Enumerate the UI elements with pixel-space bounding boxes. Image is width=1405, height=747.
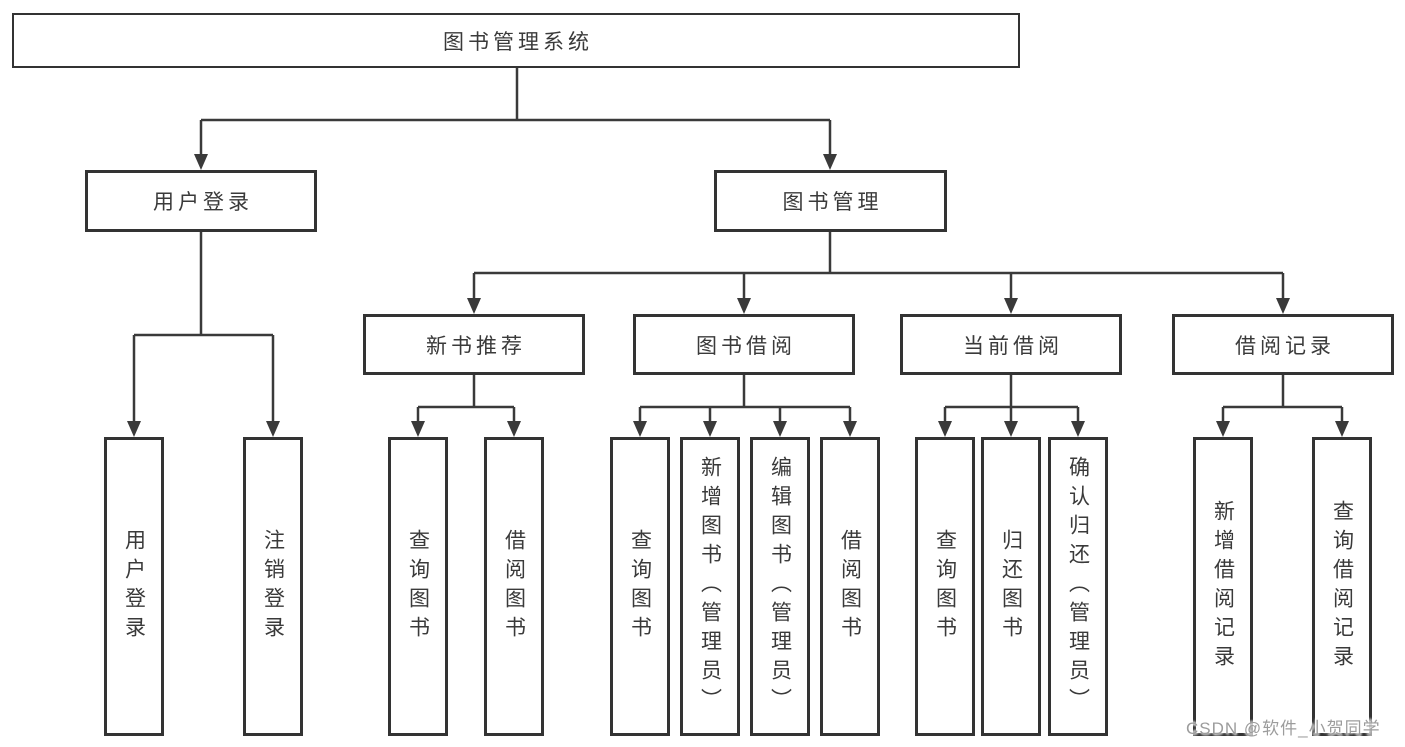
leaf-add-book-admin: 新增图书（管理员） <box>680 437 740 736</box>
node-label: 图书借阅 <box>696 334 796 358</box>
node-label: 借阅图书 <box>502 528 526 645</box>
leaf-edit-book-admin: 编辑图书（管理员） <box>750 437 810 736</box>
node-label: 注销登录 <box>261 528 285 645</box>
node-label: 新增借阅记录 <box>1211 499 1235 674</box>
watermark: CSDN @软件_小贺同学 <box>1186 719 1381 738</box>
connectors-new-book-recommend <box>411 375 521 437</box>
node-label: 当前借阅 <box>963 334 1063 358</box>
node-label: 归还图书 <box>999 528 1023 645</box>
node-label: 借阅图书 <box>838 528 862 645</box>
node-label: 用户登录 <box>122 528 146 645</box>
node-label: 用户登录 <box>153 191 253 214</box>
leaf-return-book: 归还图书 <box>981 437 1041 736</box>
node-label: 查询图书 <box>406 528 430 645</box>
leaf-query-book-recommend: 查询图书 <box>388 437 448 736</box>
connectors-root <box>194 68 837 170</box>
leaf-borrow-book-recommend: 借阅图书 <box>484 437 544 736</box>
node-library-system: 图书管理系统 <box>12 13 1020 68</box>
connectors-book-borrowing <box>633 375 857 437</box>
node-label: 借阅记录 <box>1235 334 1335 358</box>
connectors-borrow-records <box>1216 375 1349 437</box>
connectors-user-login <box>127 232 280 437</box>
connectors-book-management <box>467 232 1290 314</box>
leaf-logout-login: 注销登录 <box>243 437 303 736</box>
leaf-add-borrow-record: 新增借阅记录 <box>1193 437 1253 736</box>
node-label: 编辑图书（管理员） <box>768 456 792 717</box>
leaf-confirm-return-admin: 确认归还（管理员） <box>1048 437 1108 736</box>
node-book-management: 图书管理 <box>714 170 947 232</box>
leaf-query-book-current: 查询图书 <box>915 437 975 736</box>
node-current-borrowing: 当前借阅 <box>900 314 1122 375</box>
node-book-borrowing: 图书借阅 <box>633 314 855 375</box>
node-label: 查询图书 <box>933 528 957 645</box>
node-label: 图书管理系统 <box>443 30 593 54</box>
leaf-query-book-borrowing: 查询图书 <box>610 437 670 736</box>
node-label: 新书推荐 <box>426 334 526 358</box>
node-user-login: 用户登录 <box>85 170 317 232</box>
node-borrow-records: 借阅记录 <box>1172 314 1394 375</box>
leaf-borrow-book-borrowing: 借阅图书 <box>820 437 880 736</box>
leaf-query-borrow-record: 查询借阅记录 <box>1312 437 1372 736</box>
connectors-current-borrowing <box>938 375 1085 437</box>
node-label: 新增图书（管理员） <box>698 456 722 717</box>
leaf-user-login: 用户登录 <box>104 437 164 736</box>
node-label: 图书管理 <box>782 191 883 214</box>
node-new-book-recommend: 新书推荐 <box>363 314 585 375</box>
node-label: 查询借阅记录 <box>1330 499 1354 674</box>
node-label: 查询图书 <box>628 528 652 645</box>
node-label: 确认归还（管理员） <box>1066 456 1090 717</box>
